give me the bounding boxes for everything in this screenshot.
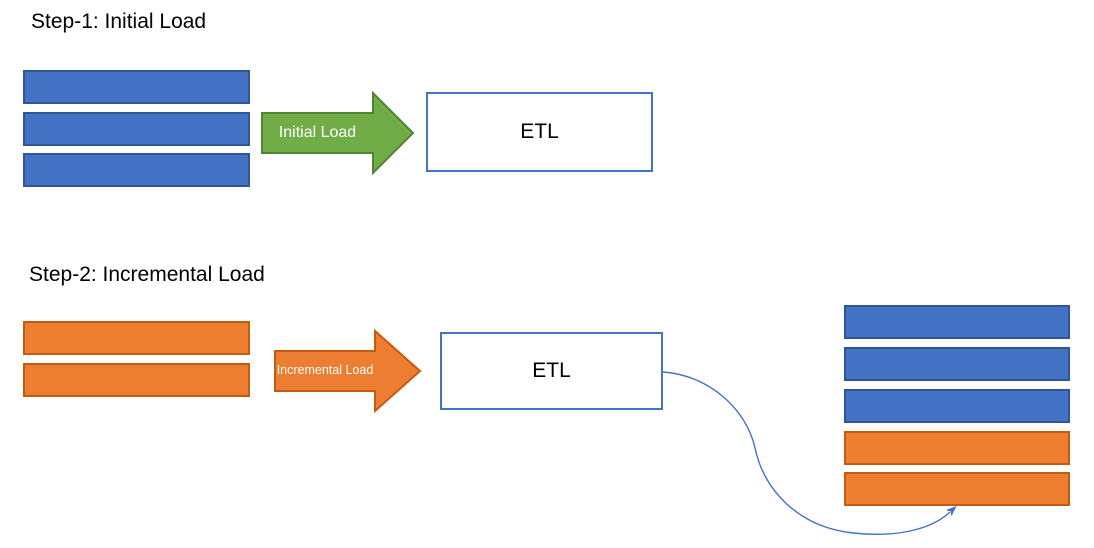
step1-source-table-bar-2 [23, 112, 250, 146]
initial-load-block-arrow-icon [261, 90, 415, 176]
step2-source-table-bar-1 [23, 321, 250, 355]
initial-load-arrow-label: Initial Load [278, 124, 357, 141]
target-table-bar-blue-2 [844, 347, 1070, 381]
step1-source-table-bar-3 [23, 153, 250, 187]
step2-etl-label: ETL [532, 359, 571, 382]
step2-title: Step-2: Incremental Load [29, 263, 265, 286]
target-table-bar-blue-1 [844, 305, 1070, 339]
incremental-load-arrow-label: Incremental Load [276, 363, 374, 378]
etl-to-target-connector-arrow [662, 371, 957, 535]
step1-source-table-bar-1 [23, 70, 250, 104]
step1-etl-box: ETL [426, 92, 653, 172]
target-table-bar-orange-2 [844, 472, 1070, 506]
target-table-bar-blue-3 [844, 389, 1070, 423]
step2-source-table-bar-2 [23, 363, 250, 397]
step1-etl-label: ETL [520, 120, 559, 143]
incremental-load-block-arrow-icon [274, 328, 422, 414]
target-table-bar-orange-1 [844, 431, 1070, 465]
step2-etl-box: ETL [440, 332, 663, 410]
step1-title: Step-1: Initial Load [31, 10, 207, 33]
